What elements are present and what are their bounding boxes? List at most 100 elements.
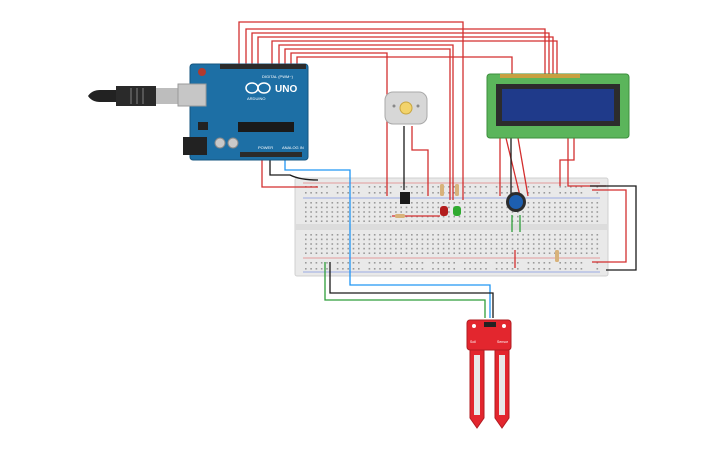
breadboard-hole [517, 268, 519, 270]
lcd-16x2[interactable] [486, 73, 630, 139]
breadboard-hole [453, 268, 455, 270]
breadboard-hole [373, 220, 376, 222]
breadboard-hole [559, 206, 561, 209]
breadboard-hole [543, 234, 546, 236]
breadboard-hole [305, 252, 307, 254]
breadboard-hole [421, 211, 424, 213]
breadboard-hole [326, 186, 328, 188]
breadboard-hole [395, 238, 397, 241]
breadboard-hole [543, 238, 546, 241]
breadboard-hole [591, 202, 593, 204]
wire-blue-analog[interactable] [284, 158, 491, 318]
transistor[interactable] [400, 192, 410, 204]
breadboard-hole [363, 252, 365, 254]
breadboard-hole [442, 247, 445, 250]
breadboard-hole [342, 186, 344, 188]
breadboard-hole [379, 262, 381, 264]
breadboard-hole [506, 186, 508, 188]
resistor-4[interactable] [555, 250, 559, 262]
breadboard-hole [495, 211, 498, 213]
breadboard-hole [474, 238, 477, 241]
breadboard-hole [384, 243, 387, 245]
breadboard-hole [580, 268, 583, 270]
breadboard-hole [437, 234, 440, 236]
wire-red-lcd-5[interactable] [559, 138, 575, 186]
breadboard-hole [458, 220, 461, 222]
resistor-1[interactable] [395, 214, 405, 218]
breadboard-hole [464, 186, 466, 188]
wire-red-lcd-2[interactable] [505, 137, 521, 197]
digital-header-label: DIGITAL (PWM~) [262, 74, 294, 79]
breadboard-hole [384, 247, 387, 250]
breadboard-hole [485, 215, 487, 218]
breadboard-hole [448, 220, 450, 222]
breadboard-hole [501, 243, 503, 245]
resistor-2[interactable] [440, 184, 444, 196]
breadboard-hole [305, 220, 307, 222]
wire-black-sensor[interactable] [329, 262, 494, 318]
pot-knob[interactable] [509, 195, 523, 209]
resistor-3[interactable] [455, 184, 459, 196]
wire-black-rail[interactable] [590, 185, 637, 271]
red-led[interactable] [440, 206, 448, 216]
usb-port [177, 83, 207, 107]
wire-red-6[interactable] [278, 44, 454, 200]
breadboard-hole [559, 186, 561, 188]
wire-black-gnd[interactable] [269, 158, 319, 181]
breadboard-hole [559, 252, 561, 254]
wire-red-rail[interactable] [592, 189, 627, 263]
breadboard-hole [305, 243, 307, 245]
wire-red-5[interactable] [271, 40, 558, 76]
wire-green-sensor[interactable] [324, 262, 486, 318]
breadboard-hole [352, 252, 355, 254]
wire-red-lcd-3[interactable] [517, 137, 529, 197]
breadboard-hole [532, 211, 535, 213]
wire-red-2[interactable] [245, 28, 546, 76]
breadboard-hole [485, 202, 487, 204]
breadboard-hole [548, 206, 551, 209]
breadboard-hole [320, 186, 323, 188]
arduino-uno[interactable]: UNO ARDUINO DIGITAL (PWM~) POWER ANALOG … [177, 63, 309, 161]
wire-red-motor[interactable] [411, 126, 429, 196]
breadboard-hole [315, 262, 318, 264]
breadboard-hole [564, 206, 567, 209]
usb-cable[interactable] [88, 86, 178, 106]
breadboard-hole [400, 262, 402, 264]
breadboard-hole [554, 211, 556, 213]
breadboard-hole [405, 234, 408, 236]
soil-moisture-sensor[interactable]: Soil Sensor [466, 319, 512, 429]
potentiometer[interactable] [506, 192, 526, 212]
breadboard-hole [501, 234, 503, 236]
wire-red-5v[interactable] [261, 158, 318, 188]
breadboard-hole [326, 247, 328, 250]
breadboard-hole [416, 238, 418, 241]
dc-motor[interactable] [384, 91, 428, 125]
wire-red-1[interactable] [238, 21, 464, 200]
breadboard-hole [554, 206, 556, 209]
breadboard-hole [464, 215, 466, 218]
breadboard-hole [432, 238, 434, 241]
breadboard-hole [596, 211, 599, 213]
breadboard-hole [538, 206, 540, 209]
breadboard-hole [464, 202, 466, 204]
breadboard-hole [570, 192, 572, 194]
wire-red-7[interactable] [284, 48, 451, 200]
breadboard-hole [384, 234, 387, 236]
wire-red-8[interactable] [290, 52, 388, 196]
green-led[interactable] [453, 206, 461, 216]
breadboard-hole [437, 243, 440, 245]
breadboard-hole [453, 252, 455, 254]
breadboard-hole [517, 247, 519, 250]
breadboard-hole [570, 252, 572, 254]
reset-button[interactable] [198, 68, 206, 76]
wire-red-4[interactable] [257, 36, 554, 76]
breadboard-hole [495, 262, 498, 264]
breadboard-hole [479, 252, 482, 254]
wire-red-9[interactable] [296, 56, 513, 76]
motor-shaft [399, 101, 413, 115]
breadboard-hole [389, 192, 392, 194]
breadboard-hole [591, 234, 593, 236]
wire-red-3[interactable] [251, 32, 550, 76]
breadboard-hole [310, 206, 312, 209]
breadboard-hole [596, 243, 599, 245]
